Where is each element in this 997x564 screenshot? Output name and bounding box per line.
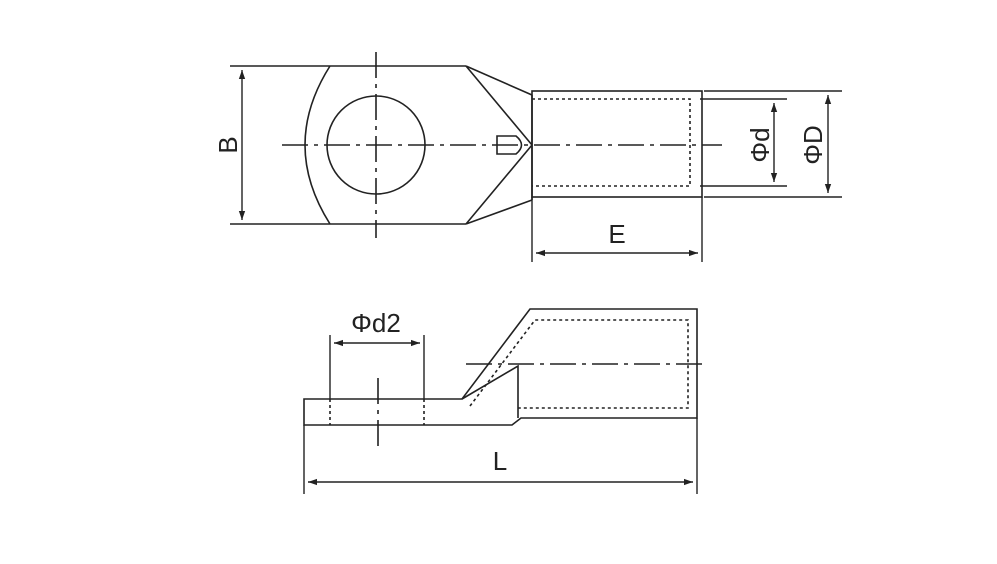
dimension-phi-big-d (704, 90, 842, 198)
label-phi-d: Φd (745, 127, 775, 162)
barrel-bore-hidden (532, 98, 691, 187)
label-phi-big-d: ΦD (798, 125, 828, 165)
dimension-e (531, 197, 703, 262)
label-phi-d2: Φd2 (351, 308, 401, 338)
top-view (282, 52, 722, 238)
dimension-phi-d (700, 98, 787, 187)
label-e: E (608, 219, 625, 249)
lug-barrel (531, 90, 703, 198)
dimension-phi-d2 (329, 335, 425, 399)
lug-neck (465, 65, 534, 225)
side-bore-hidden (469, 319, 689, 409)
dimension-l (303, 418, 698, 494)
inspection-slot (496, 135, 523, 155)
side-hole-hidden (329, 399, 425, 425)
label-l: L (493, 446, 507, 476)
side-inner-bend (461, 364, 519, 418)
label-b: B (213, 136, 243, 153)
dimension-b (230, 65, 330, 225)
